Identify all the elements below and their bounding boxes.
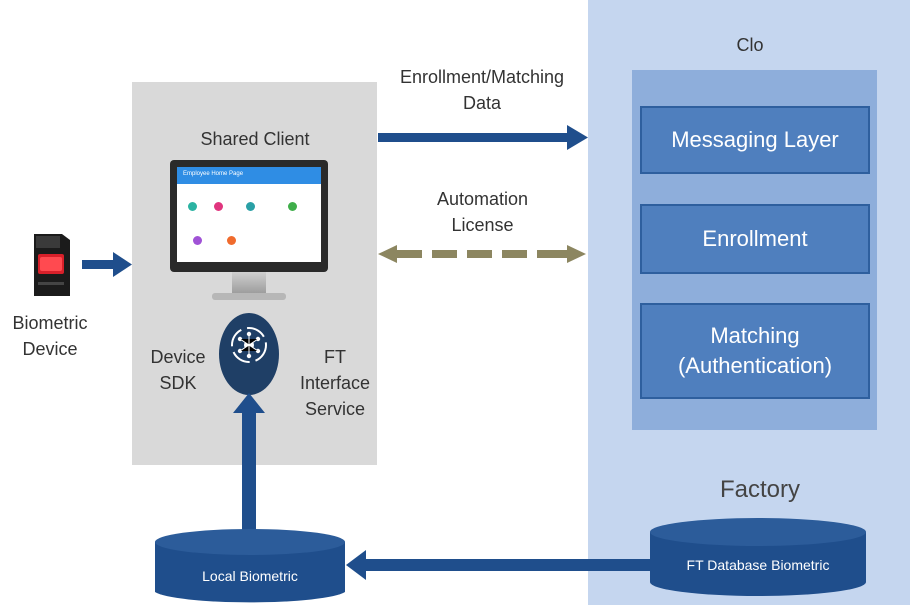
messaging-layer-box: Messaging Layer bbox=[640, 106, 870, 174]
biometric-line2: Device bbox=[22, 339, 78, 360]
auto-line1: Automation bbox=[436, 189, 529, 209]
app-icon bbox=[288, 202, 297, 211]
enroll-line1: Enrollment/Matching bbox=[399, 67, 565, 87]
factory-label: Factory bbox=[719, 476, 800, 503]
app-icon bbox=[193, 236, 202, 245]
device-sdk-line1: Device bbox=[150, 347, 206, 367]
screen-header-bar: Employee Home Page bbox=[177, 167, 321, 184]
local-biometric-label: Local Biometric bbox=[202, 568, 298, 584]
ft-database-icon bbox=[650, 518, 866, 596]
matching-line1: Matching bbox=[710, 323, 800, 349]
biometric-line1: Biometric bbox=[12, 313, 88, 333]
device-sdk-line2: SDK bbox=[159, 373, 197, 394]
matching-line2: (Authentication) bbox=[677, 353, 833, 378]
arrow-automation-license bbox=[378, 245, 586, 263]
biometric-device-label: Biometric Device bbox=[0, 310, 100, 362]
cloud-title: Clo bbox=[736, 35, 764, 55]
monitor-stand bbox=[232, 272, 266, 294]
monitor-base bbox=[212, 293, 286, 300]
enrollment-box: Enrollment bbox=[640, 204, 870, 274]
auto-line2: License bbox=[451, 215, 514, 236]
ft-interface-label: FT Interface Service bbox=[290, 344, 380, 422]
app-icon bbox=[214, 202, 223, 211]
enrollment-data-label: Enrollment/Matching Data bbox=[372, 64, 592, 116]
ft-line1: FT bbox=[324, 347, 346, 367]
arrow-device-to-client bbox=[82, 252, 132, 277]
ft-database-label: FT Database Biometric bbox=[686, 557, 830, 573]
enroll-line2: Data bbox=[462, 93, 502, 114]
app-icon bbox=[188, 202, 197, 211]
ft-line2: Interface bbox=[299, 373, 371, 394]
app-icon bbox=[246, 202, 255, 211]
arrow-ft-to-local bbox=[346, 550, 650, 580]
device-sdk-label: Device SDK bbox=[138, 344, 218, 396]
automation-license-label: Automation License bbox=[400, 186, 565, 238]
app-icon bbox=[227, 236, 236, 245]
local-biometric-db-icon bbox=[155, 529, 345, 603]
shared-client-title: Shared Client bbox=[200, 129, 310, 149]
ft-line3: Service bbox=[304, 399, 366, 420]
arrow-enrollment-data bbox=[378, 125, 588, 150]
arrow-local-to-service bbox=[233, 393, 265, 532]
fingerprint-scanner-icon bbox=[34, 234, 70, 296]
matching-box: Matching (Authentication) bbox=[640, 303, 870, 399]
interface-service-icon bbox=[219, 313, 279, 395]
screen-header-text: Employee Home Page bbox=[183, 171, 244, 177]
